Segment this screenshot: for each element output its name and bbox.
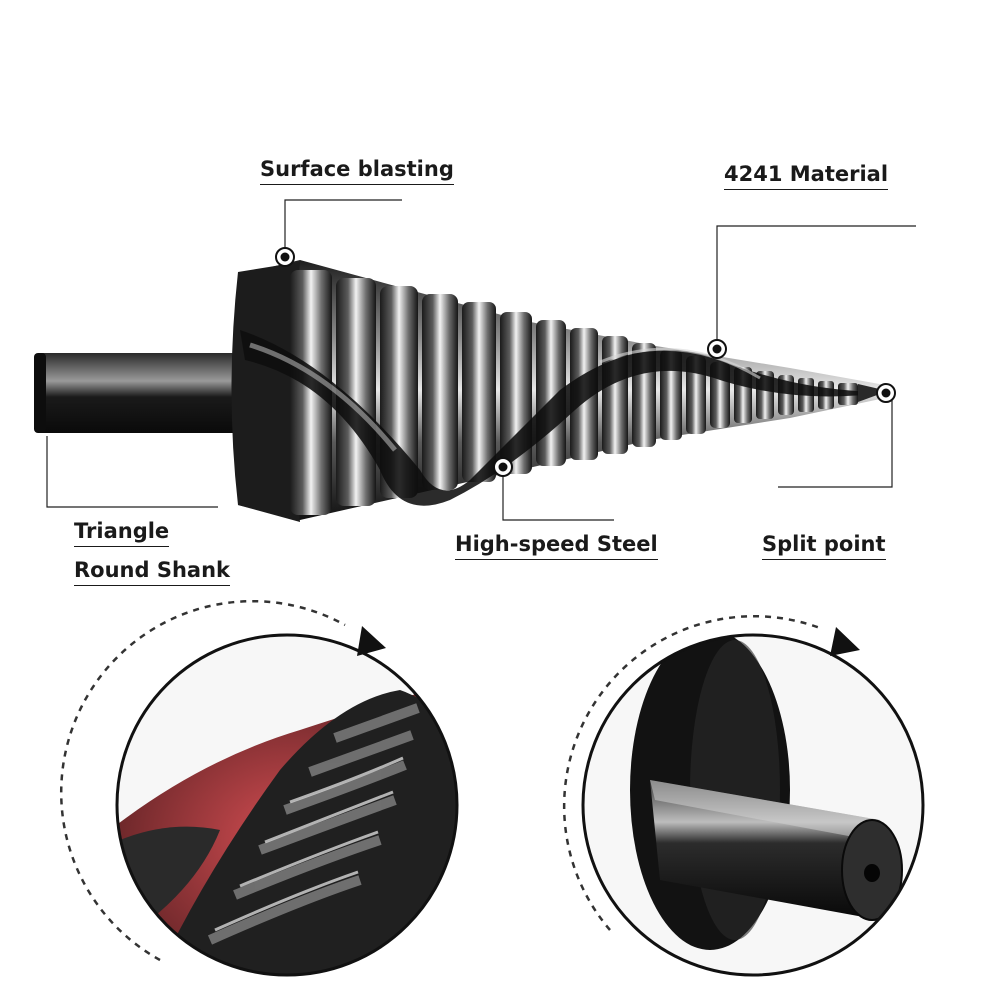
callout-dot-icon — [275, 247, 295, 267]
label-high-speed-steel: High-speed Steel — [455, 531, 658, 560]
step-drill-bit — [34, 260, 888, 522]
label-surface-blasting: Surface blasting — [260, 156, 454, 185]
detail-circle-flute — [115, 633, 459, 977]
label-round-shank: Round Shank — [74, 557, 231, 586]
label-split-point: Split point — [762, 531, 886, 560]
callout-dot-icon — [707, 339, 727, 359]
callout-markers — [275, 247, 896, 477]
detail-circle-shank — [581, 633, 925, 977]
spiral-flute — [240, 330, 888, 506]
label-triangle: Triangle — [74, 518, 170, 547]
drill-shank — [34, 353, 240, 433]
label-4241-material: 4241 Material — [724, 161, 889, 190]
callout-dot-icon — [493, 457, 513, 477]
callout-dot-icon — [876, 383, 896, 403]
rotation-arrow-icon — [562, 614, 860, 931]
rotation-arrow-icon — [59, 599, 386, 962]
